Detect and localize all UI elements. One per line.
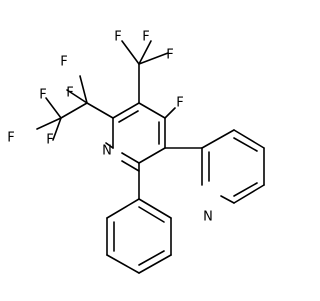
- atom-label-f: F: [46, 133, 53, 148]
- atom-label-f: F: [66, 86, 73, 101]
- central-pyridine-ring: [105, 102, 166, 172]
- pentafluoroethyl-group: [36, 75, 114, 141]
- atom-label-f: F: [39, 88, 46, 103]
- atom-label-f: F: [60, 55, 67, 70]
- phenyl-substituent: [106, 162, 172, 274]
- atom-label-f: F: [166, 48, 173, 63]
- atom-label-f: F: [176, 96, 183, 111]
- molecule-structure: F F F F F F F F F N N: [7, 30, 265, 274]
- atom-label-f: F: [7, 131, 14, 146]
- atom-label-n: N: [102, 144, 112, 159]
- pyridyl-substituent: [164, 129, 265, 204]
- atom-label-f: F: [142, 30, 149, 45]
- atom-label-n: N: [203, 210, 213, 225]
- ring-fluorine-bond: [164, 107, 176, 119]
- trifluoromethyl-group: [121, 40, 169, 104]
- atom-label-f: F: [114, 30, 121, 45]
